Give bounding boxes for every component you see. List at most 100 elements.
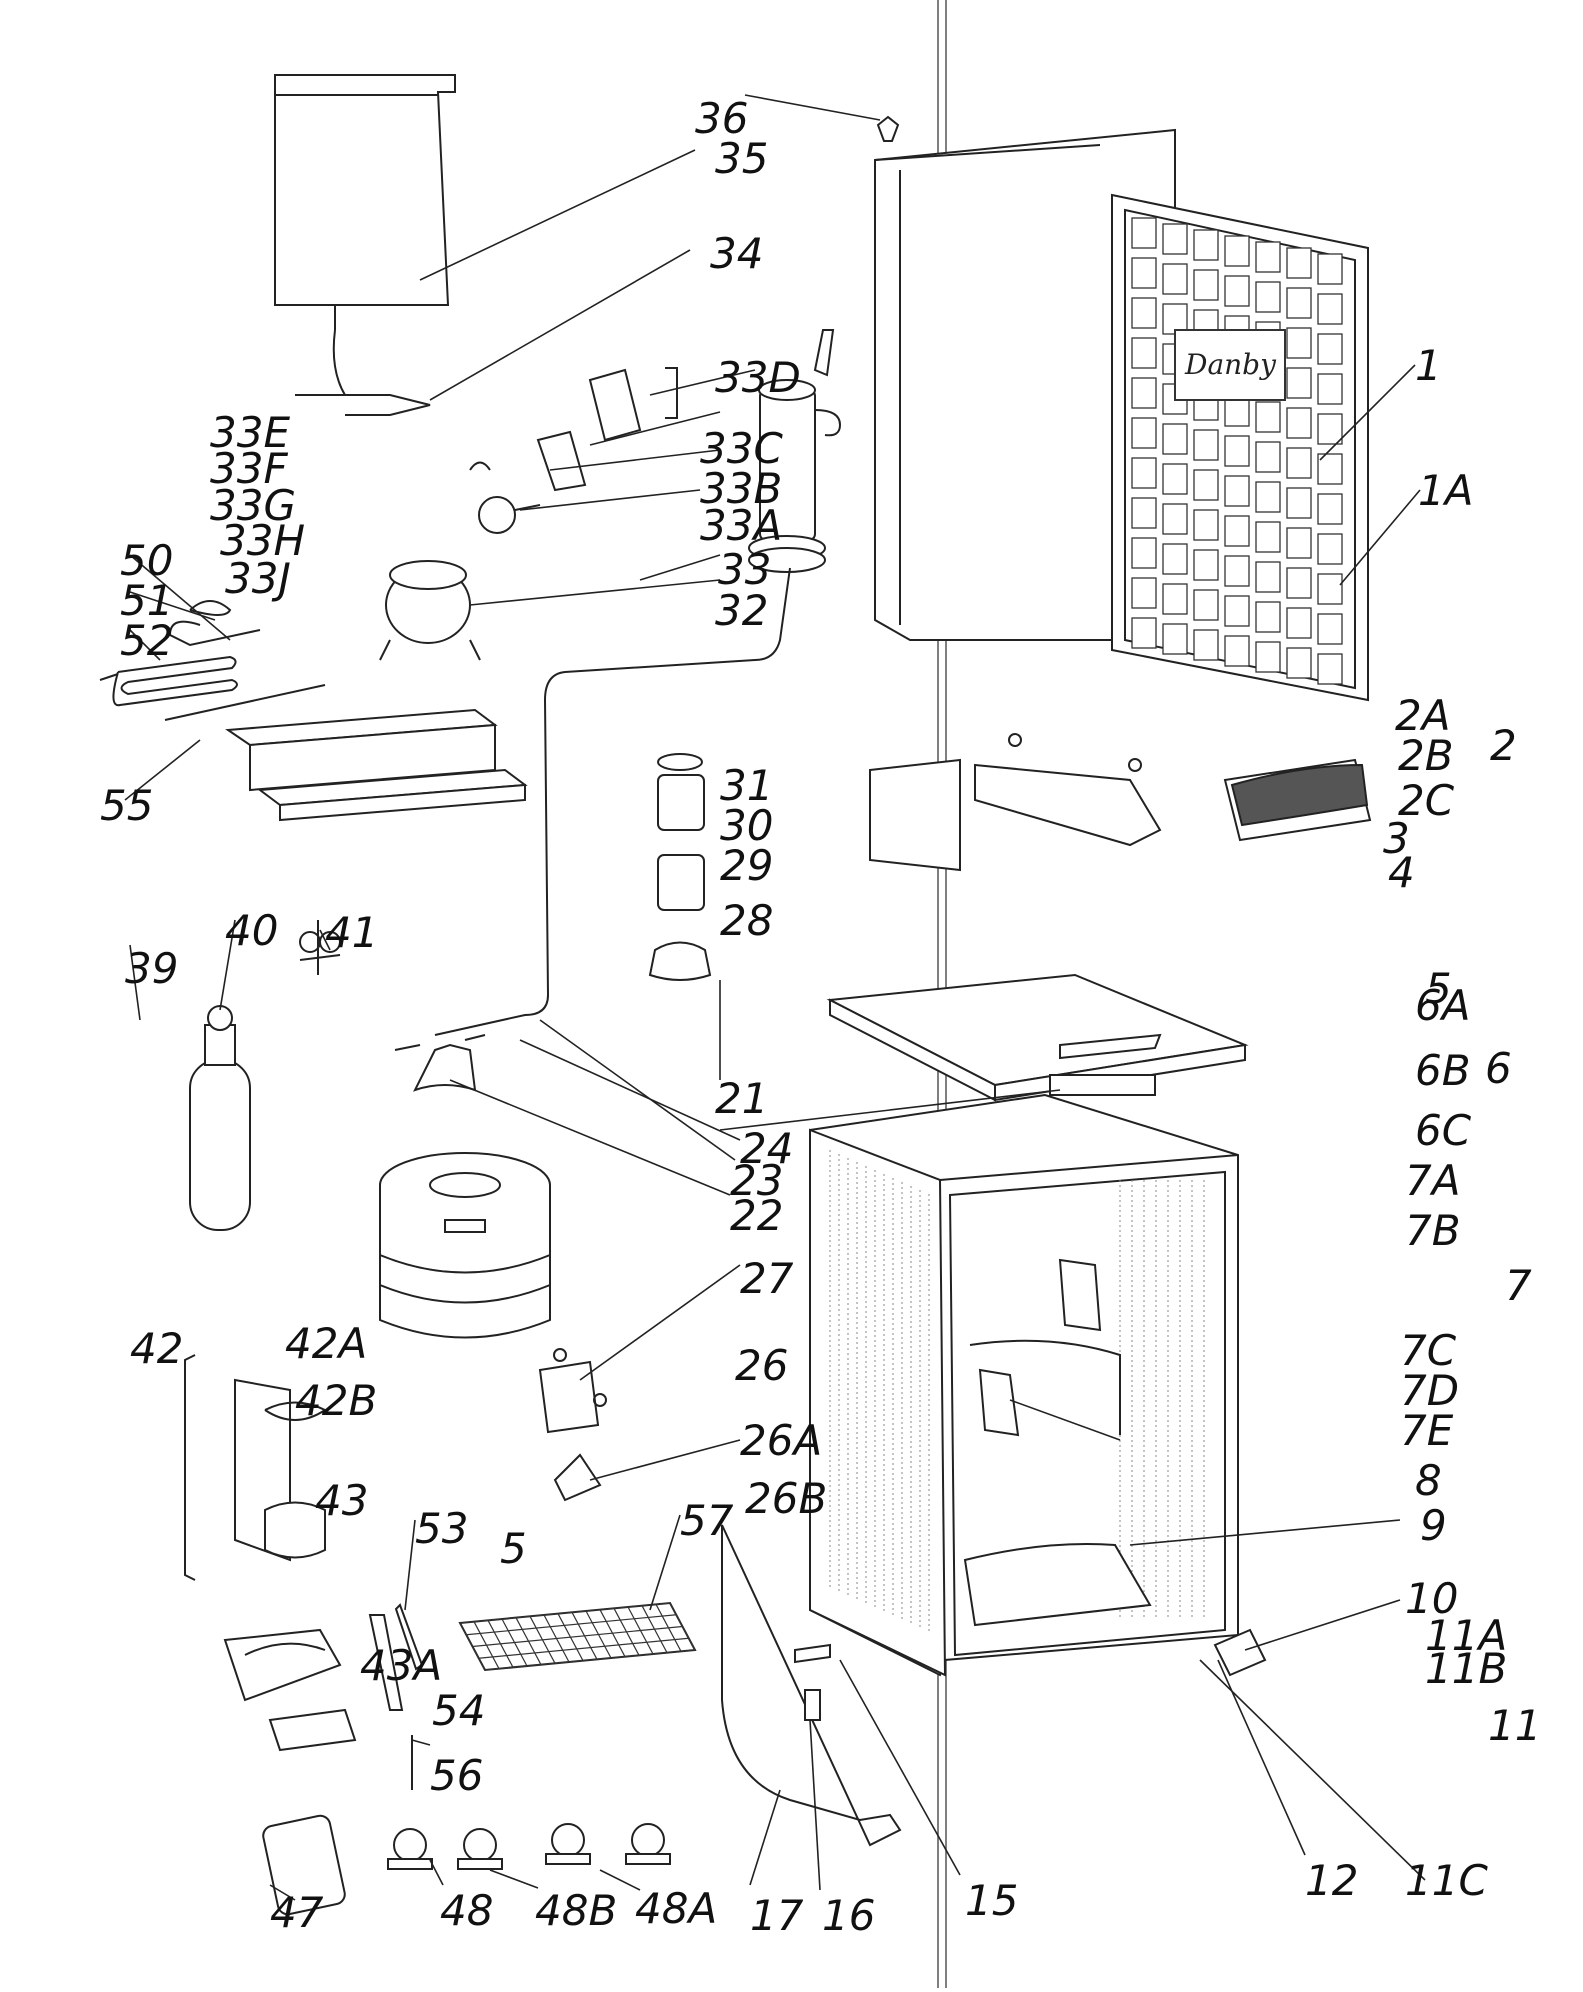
callout-label: 10 <box>1405 1574 1459 1623</box>
callout-label: 6A <box>1415 981 1471 1030</box>
callout-label: 1A <box>1418 466 1474 515</box>
callout-label: 21 <box>715 1074 769 1123</box>
casters <box>262 1814 671 1916</box>
callout-label: 4 <box>1388 848 1415 897</box>
top-plate <box>826 973 1249 1102</box>
power-cord <box>721 1524 902 1847</box>
callout-label: 33J <box>225 554 291 603</box>
callout-label: 43A <box>360 1641 443 1690</box>
callout-label: 30 <box>720 801 774 850</box>
callout-label: 15 <box>965 1876 1019 1925</box>
knob-part <box>876 115 900 142</box>
callout-label: 29 <box>720 841 774 890</box>
callout-label: 2 <box>1490 721 1517 770</box>
cabinet <box>809 1093 1267 1677</box>
callout-label: 33A <box>700 501 783 550</box>
callout-label: 3 <box>1383 814 1410 863</box>
callout-label: 7 <box>1505 1261 1532 1310</box>
callout-label: 7B <box>1405 1206 1461 1255</box>
callout-label: 16 <box>822 1891 876 1940</box>
callout-label: 8 <box>1415 1456 1442 1505</box>
callout-label: 7A <box>1405 1156 1461 1205</box>
callout-label: 2A <box>1395 691 1451 740</box>
tap-tower <box>748 329 842 573</box>
cover-panel <box>274 74 456 416</box>
door-assembly <box>874 128 1369 702</box>
callout-label: 5 <box>500 1524 527 1573</box>
callout-label: 31 <box>720 761 774 810</box>
callout-label: 7C <box>1400 1326 1457 1375</box>
wire-shelf <box>458 1601 697 1672</box>
fan-assembly <box>1223 758 1372 842</box>
callout-label: 11B <box>1425 1644 1508 1693</box>
callout-label: 33G <box>210 481 296 530</box>
mounting-hardware <box>538 1348 607 1502</box>
co2-tank <box>189 1005 251 1231</box>
callout-label: 33C <box>700 424 783 473</box>
callout-label: 6 <box>1485 1044 1512 1093</box>
callout-label: 22 <box>730 1191 784 1240</box>
callout-label: 42B <box>295 1376 378 1425</box>
beer-line <box>434 567 791 1036</box>
callout-label: 48A <box>635 1884 718 1933</box>
callout-label: 36 <box>695 94 749 143</box>
callout-label: 35 <box>715 134 769 183</box>
compressor-bracket <box>225 708 528 822</box>
callout-label: 7D <box>1400 1366 1460 1415</box>
callout-label: 34 <box>710 229 764 278</box>
callout-label: 26B <box>745 1474 828 1523</box>
callout-label: 6C <box>1415 1106 1472 1155</box>
callout-label: 23 <box>730 1156 784 1205</box>
knob-21 <box>648 941 712 981</box>
callout-label: 53 <box>415 1504 469 1553</box>
callout-label: 2B <box>1398 731 1454 780</box>
callout-label: 33 <box>718 545 772 594</box>
callout-label: 56 <box>430 1751 484 1800</box>
callout-label: 52 <box>120 616 174 665</box>
callout-label: 32 <box>715 586 769 635</box>
callout-label: 42A <box>285 1319 368 1368</box>
callout-label: 54 <box>432 1686 486 1735</box>
callout-label: 11C <box>1405 1856 1488 1905</box>
callout-label: 26A <box>740 1416 823 1465</box>
callout-label: 47 <box>270 1888 324 1937</box>
callout-label: 33B <box>700 464 783 513</box>
callout-label: 17 <box>750 1891 804 1940</box>
tower-bracket <box>869 733 1162 872</box>
callout-label: 24 <box>740 1124 794 1173</box>
legs <box>368 1603 424 1790</box>
condenser-coil <box>99 600 326 721</box>
callout-label: 40 <box>225 906 279 955</box>
callout-label: 11A <box>1425 1611 1508 1660</box>
callout-label: 1 <box>1415 341 1442 390</box>
callout-label: 33H <box>220 516 306 565</box>
drip-tray <box>223 1628 357 1752</box>
callout-label: 57 <box>680 1496 734 1545</box>
callout-label: 27 <box>740 1254 794 1303</box>
callout-label: 50 <box>120 536 174 585</box>
compressor <box>379 560 481 661</box>
callout-label: 43 <box>315 1476 369 1525</box>
callout-label: 11 <box>1488 1701 1542 1750</box>
callout-label: 5 <box>1425 964 1452 1013</box>
callout-label: 42 <box>130 1324 184 1373</box>
sleeves <box>657 753 705 911</box>
callout-label: 6B <box>1415 1046 1471 1095</box>
callout-label: 2C <box>1398 776 1455 825</box>
danby-logo: Danby <box>1185 348 1276 381</box>
tank-holder <box>184 1354 327 1581</box>
callout-label: 33F <box>210 444 288 493</box>
beer-keg <box>379 1152 551 1339</box>
callout-label: 55 <box>100 781 154 830</box>
callout-label: 33E <box>210 408 290 457</box>
callout-label: 9 <box>1420 1501 1447 1550</box>
callout-label: 48 <box>440 1886 494 1935</box>
callout-label: 12 <box>1305 1856 1359 1905</box>
keg-coupler <box>394 1034 486 1092</box>
callout-label: 39 <box>125 944 179 993</box>
callout-label: 33D <box>715 353 801 402</box>
callout-label: 48B <box>535 1886 618 1935</box>
thermostat-box <box>469 367 678 534</box>
